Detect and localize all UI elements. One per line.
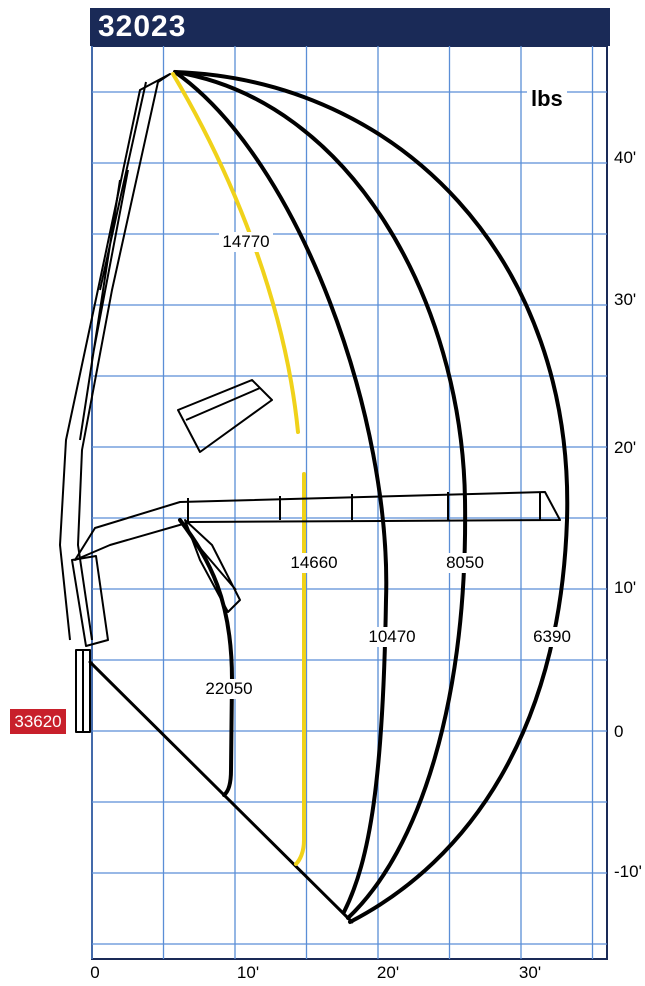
curve-14660 [294,472,306,866]
unit-label: lbs [527,86,567,112]
jib-folded [177,379,273,453]
capacity-label-bg [525,627,579,647]
lift-cylinder [71,555,109,647]
grid [91,46,607,959]
base-line [88,660,354,924]
y-tick-label: 40' [614,148,636,167]
boom-vertical [59,73,171,641]
capacity-label-bg [438,553,492,573]
curve-8050 [173,70,468,920]
curve-22050 [178,518,234,797]
x-tick-label: 30' [519,963,541,982]
capacity-labels: 14770 14660 22050 10470 8050 6390 [202,232,579,699]
boom-horizontal-inner [187,492,541,522]
chart-frame [91,45,608,960]
x-tick-label: 0 [90,963,99,982]
model-title: 32023 [98,10,187,43]
axis-ticks: 0 10' 20' 30' 40' 30' 20' 10' 0 -10' [90,148,642,982]
base-capacity-badge: 33620 [10,709,66,734]
capacity-label-bg [219,232,273,252]
capacity-label: 14660 [290,553,337,572]
capacity-label-bg [202,679,256,699]
boom-horizontal [74,491,561,561]
jib-lower [184,519,241,613]
y-tick-label: -10' [614,862,642,881]
curve-10470 [173,70,389,914]
curve-6390 [173,70,570,924]
x-tick-label: 20' [377,963,399,982]
y-tick-label: 0 [614,722,623,741]
chart-header: 32023 [90,8,610,46]
capacity-label-bg [365,627,419,647]
capacity-label: 6390 [533,627,571,646]
capacity-label-bg [287,553,341,573]
capacity-label: 10470 [368,627,415,646]
capacity-label: 14770 [222,232,269,251]
y-tick-label: 30' [614,290,636,309]
capacity-label: 22050 [205,679,252,698]
boom-vertical-inner [79,81,147,441]
y-tick-label: 20' [614,438,636,457]
capacity-label: 8050 [446,553,484,572]
y-tick-label: 10' [614,578,636,597]
x-tick-label: 10' [237,963,259,982]
